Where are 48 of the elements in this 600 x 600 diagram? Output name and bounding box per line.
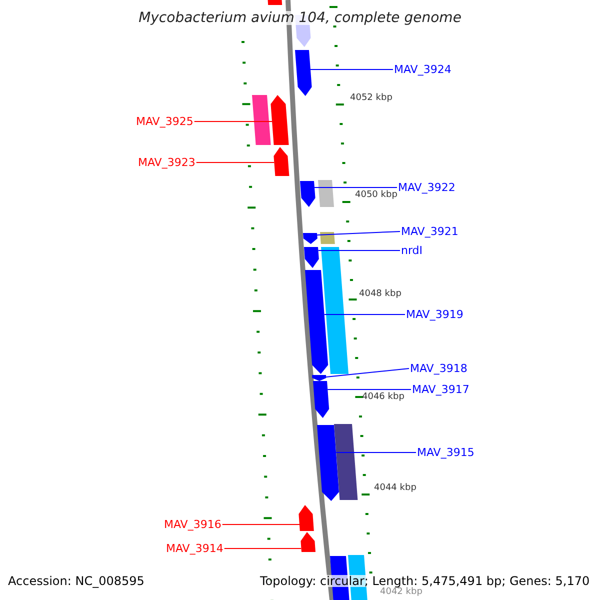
leader-line xyxy=(336,452,416,453)
title: Mycobacterium avium 104, complete genome xyxy=(138,11,462,25)
gene-label: MAV_3923 xyxy=(138,157,196,168)
gene-label: MAV_3919 xyxy=(406,309,464,320)
genome-summary-text: Topology: circular; Length: 5,475,491 bp; Genes: 5,170 xyxy=(260,575,590,587)
position-label: 4052 kbp xyxy=(350,94,392,103)
position-label: 4050 kbp xyxy=(355,191,398,200)
gene-label: MAV_3921 xyxy=(401,226,458,237)
leader-line xyxy=(194,121,272,122)
gene-feature xyxy=(300,181,316,207)
leader-line xyxy=(324,314,406,315)
gene-feature xyxy=(317,425,339,501)
position-label: 4042 kbp xyxy=(380,588,422,597)
gene-feature xyxy=(270,95,289,145)
leader-line xyxy=(222,524,300,525)
accession-text: Accession: NC_008595 xyxy=(8,575,144,587)
leader-line xyxy=(310,69,394,70)
position-label: 4048 kbp xyxy=(359,290,402,299)
leader-line xyxy=(326,368,410,378)
gene-feature xyxy=(298,505,314,531)
gene-label: MAV_3917 xyxy=(412,384,470,395)
gene-label: MAV_3922 xyxy=(398,182,456,193)
leader-line xyxy=(327,389,412,390)
gene-label: MAV_3916 xyxy=(164,519,222,530)
leader-line xyxy=(316,231,400,236)
gene-label: MAV_3925 xyxy=(136,116,194,127)
gene-feature xyxy=(303,233,318,244)
gene-feature xyxy=(304,247,319,268)
leader-line xyxy=(196,162,275,163)
gene-bar xyxy=(321,247,348,374)
position-label: 4046 kbp xyxy=(362,393,404,402)
leader-line xyxy=(314,187,398,188)
gene-feature xyxy=(268,0,282,5)
gene-feature xyxy=(295,50,312,96)
gene-feature xyxy=(300,532,316,552)
gene-bar xyxy=(320,232,335,244)
gene-bar xyxy=(318,180,334,207)
gene-label: nrdI xyxy=(401,245,423,256)
gene-label: MAV_3914 xyxy=(166,543,224,554)
gene-label: MAV_3918 xyxy=(410,363,468,374)
leader-line xyxy=(318,250,400,251)
leader-line xyxy=(224,548,302,549)
gene-bar xyxy=(334,424,358,500)
gene-label: MAV_3924 xyxy=(394,64,452,75)
gene-feature xyxy=(274,147,290,176)
gene-label: MAV_3915 xyxy=(417,447,474,458)
position-label: 4044 kbp xyxy=(374,484,416,493)
gene-bar xyxy=(252,95,271,145)
